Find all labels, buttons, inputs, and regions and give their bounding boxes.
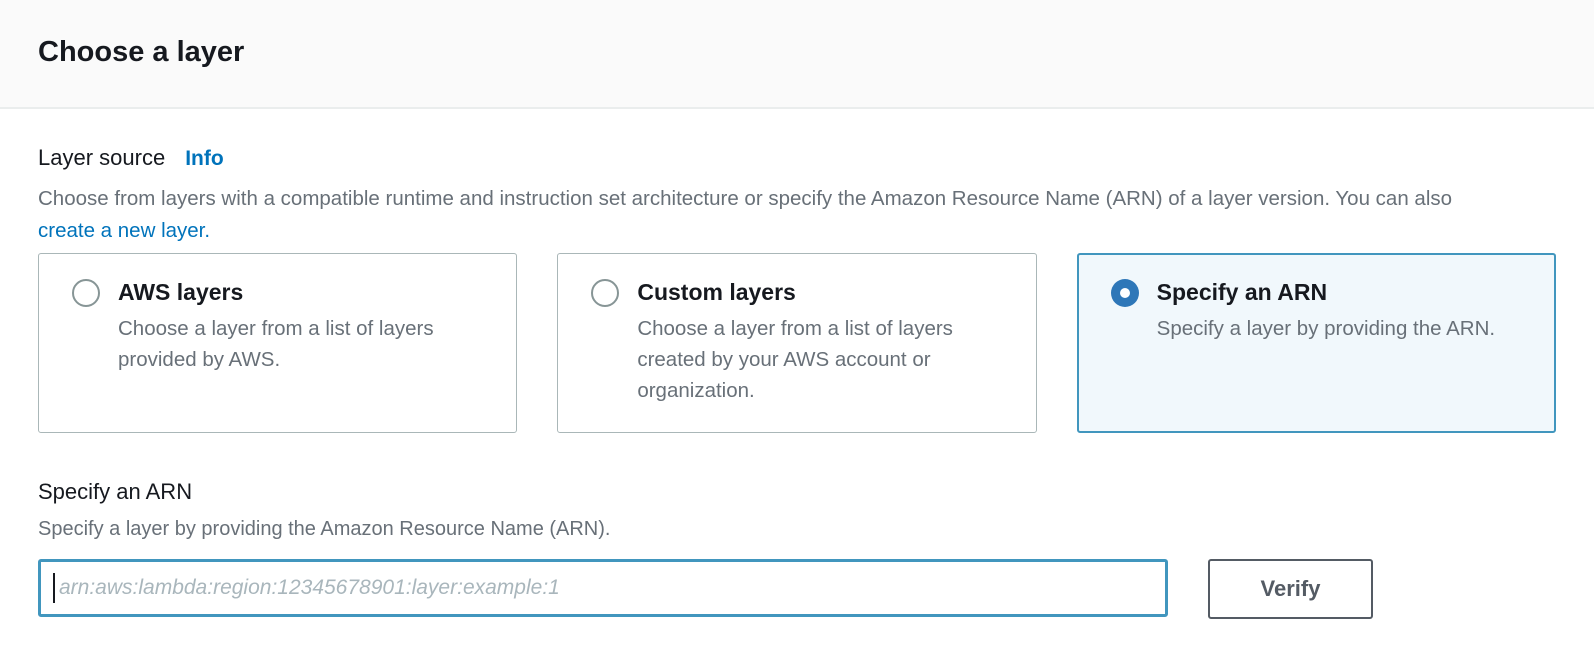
option-tile-custom-layers[interactable]: Custom layers Choose a layer from a list…: [557, 253, 1037, 433]
radio-custom-layers[interactable]: [591, 279, 620, 307]
option-description-aws-layers: Choose a layer from a list of layers pro…: [118, 317, 434, 371]
layer-source-description-text: Choose from layers with a compatible run…: [38, 187, 1453, 210]
specify-arn-description: Specify a layer by providing the Amazon …: [38, 518, 611, 540]
layer-source-label: Layer source: [38, 145, 166, 170]
option-description-custom-layers: Choose a layer from a list of layers cre…: [637, 317, 953, 402]
option-tile-aws-layers[interactable]: AWS layers Choose a layer from a list of…: [38, 253, 518, 433]
specify-arn-section: Specify an ARN Specify a layer by provid…: [38, 478, 1556, 619]
option-title-custom-layers: Custom layers: [637, 279, 796, 305]
option-description-specify-arn: Specify a layer by providing the ARN.: [1156, 317, 1496, 340]
layer-source-section: Layer source Info Choose from layers wit…: [0, 145, 1594, 619]
panel-header: Choose a layer: [0, 0, 1594, 109]
info-link[interactable]: Info: [185, 147, 224, 170]
option-title-specify-arn: Specify an ARN: [1156, 279, 1328, 305]
option-tile-specify-arn[interactable]: Specify an ARN Specify a layer by provid…: [1076, 253, 1556, 433]
layer-source-options: AWS layers Choose a layer from a list of…: [38, 253, 1556, 433]
option-title-aws-layers: AWS layers: [118, 279, 244, 305]
specify-arn-heading: Specify an ARN: [38, 479, 193, 504]
arn-input[interactable]: [38, 559, 1168, 617]
radio-aws-layers[interactable]: [72, 279, 100, 307]
verify-button[interactable]: Verify: [1208, 559, 1373, 619]
radio-specify-arn[interactable]: [1110, 279, 1139, 307]
create-new-layer-link[interactable]: create a new layer.: [38, 219, 211, 242]
text-cursor: [53, 573, 55, 603]
arn-input-row: Verify: [38, 559, 1556, 619]
page-title: Choose a layer: [38, 36, 245, 68]
arn-input-wrapper: [38, 559, 1168, 617]
layer-source-label-row: Layer source Info: [38, 145, 1556, 171]
layer-source-description: Choose from layers with a compatible run…: [38, 183, 1498, 247]
